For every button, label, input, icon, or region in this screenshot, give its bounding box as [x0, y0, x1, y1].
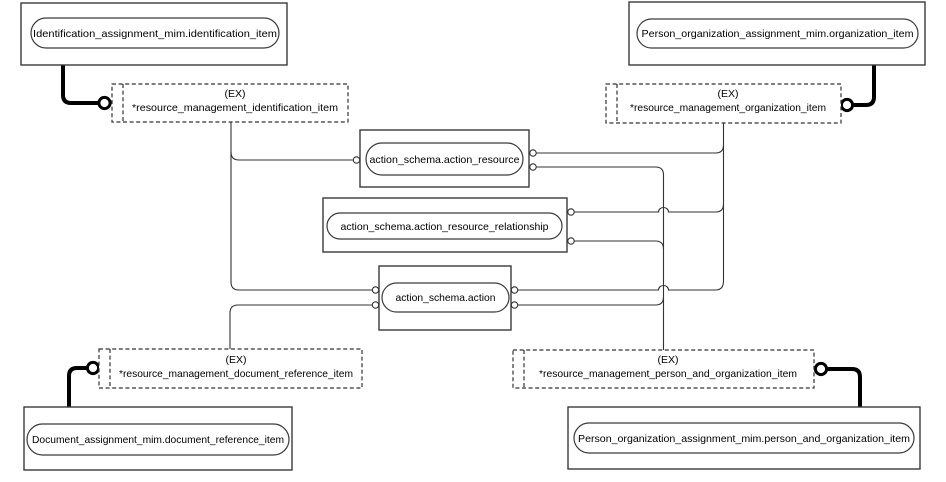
- entity-label: action_schema.action: [396, 292, 496, 304]
- edge-person-org-to-action: [514, 296, 665, 306]
- select-box-person-and-organization-item: (EX) *resource_management_person_and_org…: [512, 349, 815, 389]
- select-tag: (EX): [226, 354, 247, 366]
- entity-label: Person_organization_assignment_mim.organ…: [642, 28, 914, 40]
- entity-oval: [381, 282, 510, 313]
- open-circle-icon: [839, 97, 855, 113]
- select-label: *resource_management_document_reference_…: [119, 368, 353, 380]
- member-circles: [352, 149, 575, 309]
- open-circle-icon: [352, 156, 361, 164]
- entity-oval: [636, 18, 919, 49]
- entity-label: Identification_assignment_mim.identifica…: [33, 28, 277, 40]
- edge-organization-to-action: [514, 122, 725, 291]
- open-circle-icon: [529, 163, 537, 171]
- select-label: *resource_management_identification_item: [132, 102, 338, 114]
- select-tag: (EX): [658, 354, 679, 366]
- entity-label: Person_organization_assignment_mim.perso…: [578, 433, 910, 445]
- thick-link-identification: [61, 65, 98, 105]
- edge-document-to-action: [229, 304, 376, 349]
- select-label: *resource_management_person_and_organiza…: [539, 368, 797, 380]
- entity-box-person-and-organization: Person_organization_assignment_mim.perso…: [567, 406, 921, 470]
- open-circle-icon: [371, 286, 380, 294]
- edge-organization-to-relationship: [571, 203, 725, 213]
- open-circle-icon: [813, 361, 829, 377]
- entity-label: action_schema.action_resource_relationsh…: [341, 221, 549, 233]
- select-box-document-reference-item: (EX) *resource_management_document_refer…: [98, 348, 363, 389]
- edge-organization-to-action-resource: [533, 144, 725, 154]
- entity-box-action-resource: action_schema.action_resource: [359, 129, 530, 188]
- edge-identification-to-action: [230, 122, 376, 291]
- entity-oval: [30, 17, 280, 49]
- entity-box-identification-assignment: Identification_assignment_mim.identifica…: [20, 2, 288, 66]
- entity-oval: [26, 423, 290, 456]
- thick-link-document: [67, 366, 86, 407]
- connector-network: [229, 122, 725, 350]
- entity-box-action-resource-relationship: action_schema.action_resource_relationsh…: [322, 197, 568, 253]
- entity-outer-rect: [20, 2, 288, 66]
- select-rect: [605, 83, 842, 124]
- open-circle-icon: [85, 360, 101, 376]
- open-circle-icon: [510, 301, 519, 309]
- entity-box-document-assignment: Document_assignment_mim.document_referen…: [23, 406, 293, 471]
- entity-box-action: action_schema.action: [378, 265, 512, 331]
- thick-connectors: [61, 65, 876, 407]
- select-rect: [111, 83, 349, 123]
- edge-person-org-to-relationship: [571, 240, 665, 250]
- entity-outer-rect: [567, 406, 921, 470]
- open-circle-icon: [510, 286, 519, 294]
- entity-outer-rect: [23, 406, 293, 471]
- select-rect: [98, 348, 363, 389]
- entity-oval: [573, 422, 915, 454]
- select-box-organization-item: (EX) *resource_management_organization_i…: [605, 83, 842, 124]
- open-circle-icon: [567, 208, 575, 216]
- edge-identification-to-action-resource: [230, 151, 357, 161]
- select-rect: [512, 349, 815, 389]
- select-box-identification-item: (EX) *resource_management_identification…: [111, 83, 349, 123]
- entity-label: action_schema.action_resource: [370, 154, 520, 166]
- select-label: *resource_management_organization_item: [630, 102, 826, 114]
- entity-box-organization: Person_organization_assignment_mim.organ…: [628, 1, 926, 66]
- entity-oval: [326, 212, 563, 240]
- select-tag: (EX): [718, 88, 739, 100]
- entity-label: Document_assignment_mim.document_referen…: [32, 434, 284, 446]
- edge-person-org-to-action-resource: [533, 166, 665, 350]
- open-circle-icon: [567, 237, 575, 245]
- thick-connector-terminals: [85, 95, 855, 377]
- thick-link-person-org: [828, 367, 862, 407]
- open-circle-icon: [529, 149, 537, 157]
- entity-oval: [365, 142, 524, 176]
- thick-link-organization: [854, 65, 876, 107]
- open-circle-icon: [371, 301, 380, 309]
- open-circle-icon: [97, 95, 112, 111]
- entity-outer-rect: [628, 1, 926, 66]
- select-tag: (EX): [225, 88, 246, 100]
